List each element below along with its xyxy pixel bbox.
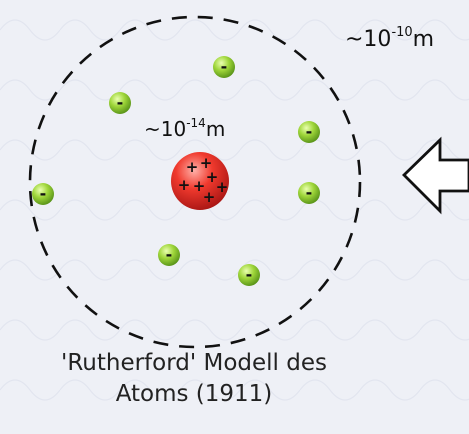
- electron: -: [158, 244, 180, 266]
- caption-line-1: 'Rutherford' Modell des: [61, 350, 327, 376]
- svg-text:-: -: [306, 122, 313, 141]
- atom-size-label: ~10-10m: [345, 25, 434, 52]
- proton-sign: +: [200, 154, 213, 172]
- proton-sign: +: [193, 177, 206, 195]
- electron: -: [238, 264, 260, 286]
- proton-sign: +: [206, 168, 219, 186]
- electron: -: [109, 92, 131, 114]
- svg-text:-: -: [306, 183, 313, 202]
- nucleus-size-label: ~10-14m: [144, 116, 225, 141]
- svg-text:-: -: [40, 184, 47, 203]
- svg-text:-: -: [246, 265, 253, 284]
- electron: -: [32, 183, 54, 205]
- electron: -: [298, 121, 320, 143]
- proton-sign: +: [186, 158, 199, 176]
- electron: -: [298, 182, 320, 204]
- electron: -: [213, 56, 235, 78]
- atom-boundary-circle: [28, 15, 362, 349]
- nucleus: + + + + + + +: [171, 152, 229, 210]
- svg-text:-: -: [221, 57, 228, 76]
- svg-text:-: -: [117, 93, 124, 112]
- proton-sign: +: [203, 188, 216, 206]
- proton-sign: +: [178, 176, 191, 194]
- svg-text:-: -: [166, 245, 173, 264]
- electrons: - - - - - - -: [32, 56, 320, 286]
- proton-sign: +: [216, 178, 229, 196]
- arrow-left-icon: [402, 136, 469, 215]
- caption-line-2: Atoms (1911): [115, 381, 273, 407]
